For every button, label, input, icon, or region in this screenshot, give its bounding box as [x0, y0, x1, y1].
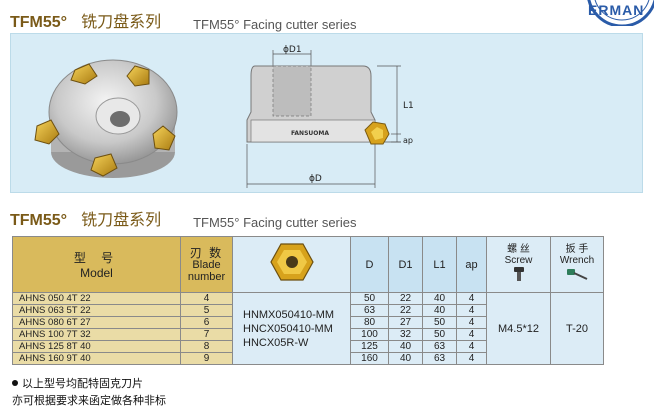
cell-d1: 22	[388, 292, 423, 305]
cell-wrench: T-20	[550, 292, 604, 365]
cell-model: AHNS 160 9T 40	[12, 352, 181, 365]
table-row: AHNS 125 8T 40 8 125 40 63 4	[12, 340, 644, 353]
table-row: AHNS 100 7T 32 7 100 32 50 4	[12, 328, 644, 341]
heading-code: TFM55°	[10, 212, 68, 229]
header-insert-image	[232, 236, 351, 293]
wrench-icon	[567, 269, 588, 280]
brand-logo: ERMAN	[582, 0, 654, 26]
heading-cn: 铣刀盘系列	[81, 210, 162, 229]
dim-label-ap: ap	[403, 136, 413, 145]
cell-d1: 27	[388, 316, 423, 329]
cell-ap: 4	[456, 340, 487, 353]
header-blade: 刃 数 Blade number	[180, 236, 233, 293]
cell-d: 160	[350, 352, 389, 365]
cell-l1: 40	[422, 304, 457, 317]
header-model: 型 号 Model	[12, 236, 181, 293]
cell-ap: 4	[456, 352, 487, 365]
bullet-icon	[12, 380, 18, 386]
dim-label-d1: ϕD1	[283, 45, 302, 55]
table-row: AHNS 080 6T 27 6 80 27 50 4	[12, 316, 644, 329]
cell-ap: 4	[456, 328, 487, 341]
cell-d: 80	[350, 316, 389, 329]
heading-en: TFM55° Facing cutter series	[193, 215, 357, 230]
brand-logo-text: ERMAN	[588, 2, 645, 18]
cell-model: AHNS 125 8T 40	[12, 340, 181, 353]
cell-ap: 4	[456, 292, 487, 305]
cell-model: AHNS 100 7T 32	[12, 328, 181, 341]
dim-label-d: ϕD	[309, 174, 322, 184]
header-wrench: 扳 手 Wrench	[550, 236, 604, 293]
cell-l1: 50	[422, 316, 457, 329]
header-ap: ap	[456, 236, 487, 293]
cell-blade: 6	[180, 316, 233, 329]
cell-d1: 32	[388, 328, 423, 341]
heading-code: TFM55°	[10, 14, 68, 31]
spec-table-wrap: 型 号 Model 刃 数 Blade number D D1 L1 ap 螺 …	[12, 236, 644, 365]
hex-insert-icon	[269, 243, 314, 281]
cell-model: AHNS 063 5T 22	[12, 304, 181, 317]
heading-en: TFM55° Facing cutter series	[193, 17, 357, 32]
header-screw: 螺 丝 Screw	[486, 236, 551, 293]
footnote-2: 亦可根据要求来函定做各种非标	[12, 394, 166, 407]
cell-inserts: HNMX050410-MM HNCX050410-MM HNCX05R-W	[232, 292, 351, 365]
cell-blade: 7	[180, 328, 233, 341]
header-l1: L1	[422, 236, 457, 293]
cell-model: AHNS 080 6T 27	[12, 316, 181, 329]
header-d: D	[350, 236, 389, 293]
product-illustration-panel: ϕD1 FANSUOMA L1 ap ϕD	[10, 33, 643, 193]
cutter-photo	[34, 59, 178, 178]
table-row: AHNS 050 4T 22 4 HNMX050410-MM HNCX05041…	[12, 292, 644, 365]
table-header-row: 型 号 Model 刃 数 Blade number D D1 L1 ap 螺 …	[12, 236, 644, 293]
cell-d: 63	[350, 304, 389, 317]
cell-l1: 63	[422, 352, 457, 365]
cell-model: AHNS 050 4T 22	[12, 292, 181, 305]
cell-blade: 5	[180, 304, 233, 317]
drawing-brand-text: FANSUOMA	[291, 130, 329, 137]
cell-d: 100	[350, 328, 389, 341]
cell-blade: 9	[180, 352, 233, 365]
technical-drawing: ϕD1 FANSUOMA L1 ap ϕD	[246, 45, 414, 188]
table-row: AHNS 160 9T 40 9 160 40 63 4	[12, 352, 644, 365]
cell-l1: 63	[422, 340, 457, 353]
cell-blade: 4	[180, 292, 233, 305]
heading-cn: 铣刀盘系列	[81, 12, 162, 31]
table-row: AHNS 063 5T 22 5 63 22 40 4	[12, 304, 644, 317]
section-heading-table: TFM55° 铣刀盘系列 TFM55° Facing cutter series	[10, 206, 357, 230]
spec-table: 型 号 Model 刃 数 Blade number D D1 L1 ap 螺 …	[12, 236, 644, 365]
cell-d1: 40	[388, 340, 423, 353]
cell-d: 50	[350, 292, 389, 305]
screw-icon	[513, 267, 524, 281]
section-heading-top: TFM55° 铣刀盘系列 TFM55° Facing cutter series	[10, 8, 357, 32]
cell-blade: 8	[180, 340, 233, 353]
cell-d1: 40	[388, 352, 423, 365]
cell-l1: 40	[422, 292, 457, 305]
footnote-1: 以上型号均配特固克刀片	[12, 375, 166, 392]
cell-d: 125	[350, 340, 389, 353]
dim-label-l1: L1	[403, 101, 414, 111]
cell-l1: 50	[422, 328, 457, 341]
cell-screw: M4.5*12	[486, 292, 551, 365]
cell-d1: 22	[388, 304, 423, 317]
cell-ap: 4	[456, 316, 487, 329]
cell-ap: 4	[456, 304, 487, 317]
footnotes: 以上型号均配特固克刀片 亦可根据要求来函定做各种非标	[12, 375, 166, 409]
brand-seal-icon	[587, 0, 654, 26]
header-d1: D1	[388, 236, 423, 293]
